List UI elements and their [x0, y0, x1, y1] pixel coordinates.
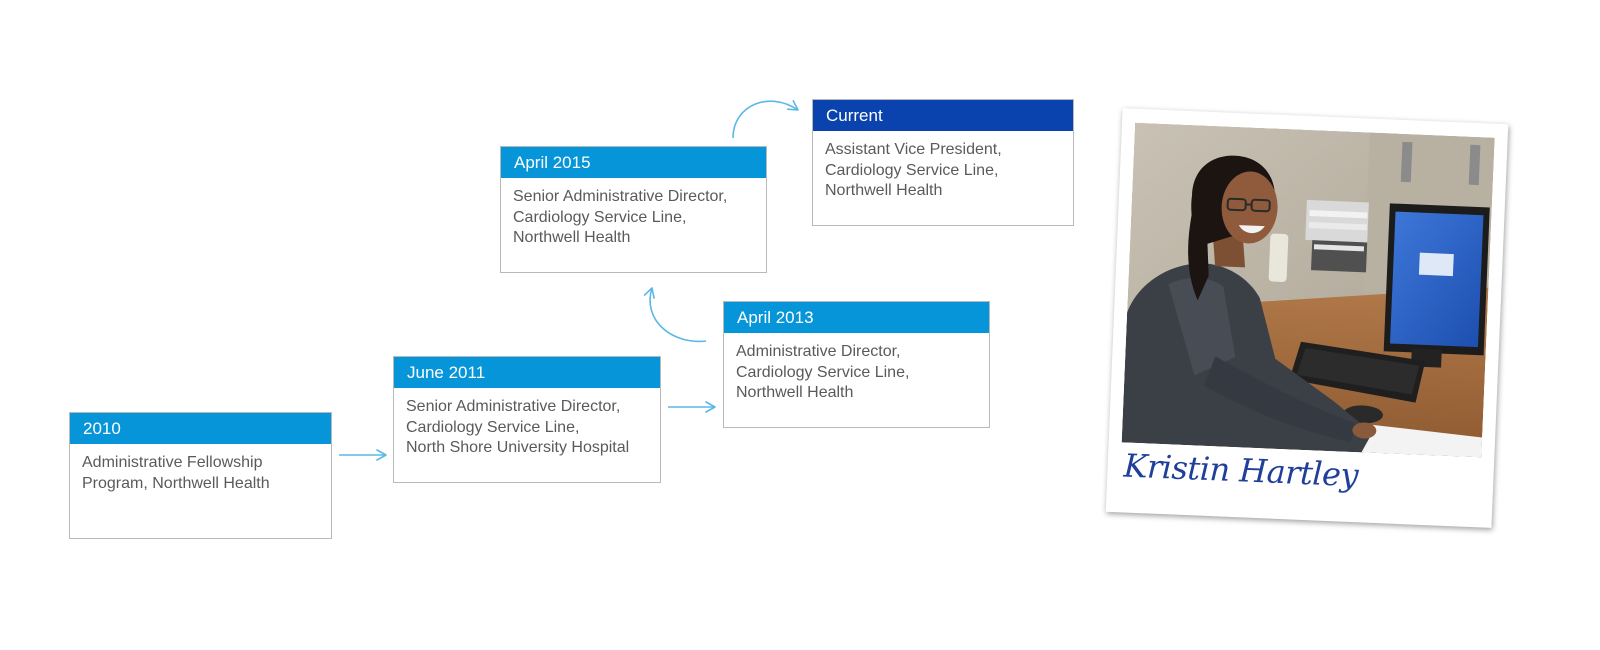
timeline-card-april-2013: April 2013 Administrative Director, Card…: [723, 301, 990, 428]
card-date: April 2013: [724, 302, 989, 333]
card-line: Cardiology Service Line,: [825, 161, 999, 179]
arrow-2015-to-current: [732, 100, 799, 139]
card-line: Administrative Fellowship: [82, 454, 263, 471]
polaroid-photo-frame: Kristin Hartley: [1105, 108, 1509, 528]
card-line: Cardiology Service Line,: [406, 418, 580, 436]
card-line: Senior Administrative Director,: [406, 398, 621, 415]
card-line: Assistant Vice President,: [825, 141, 1002, 158]
timeline-card-2010: 2010 Administrative Fellowship Program, …: [69, 412, 332, 539]
card-line: Program, Northwell Health: [82, 474, 270, 492]
signature: Kristin Hartley: [1122, 446, 1359, 495]
card-description: Senior Administrative Director, Cardiolo…: [394, 388, 660, 459]
card-date: 2010: [70, 413, 331, 444]
card-line: North Shore University Hospital: [406, 439, 630, 456]
portrait-photo: [1121, 122, 1495, 458]
card-line: Cardiology Service Line,: [513, 208, 687, 226]
card-description: Senior Administrative Director, Cardiolo…: [501, 178, 766, 249]
card-line: Administrative Director,: [736, 343, 901, 360]
card-description: Administrative Fellowship Program, North…: [70, 444, 331, 494]
card-line: Senior Administrative Director,: [513, 188, 728, 205]
card-date: Current: [813, 100, 1073, 131]
card-description: Assistant Vice President, Cardiology Ser…: [813, 131, 1073, 202]
arrow-2013-to-2015: [643, 287, 707, 343]
card-line: Northwell Health: [513, 229, 631, 246]
card-line: Cardiology Service Line,: [736, 363, 910, 381]
timeline-card-june-2011: June 2011 Senior Administrative Director…: [393, 356, 661, 483]
card-line: Northwell Health: [825, 182, 943, 199]
card-date: June 2011: [394, 357, 660, 388]
timeline-card-april-2015: April 2015 Senior Administrative Directo…: [500, 146, 767, 273]
card-line: Northwell Health: [736, 384, 854, 401]
card-date: April 2015: [501, 147, 766, 178]
portrait-illustration: [1121, 122, 1495, 458]
timeline-card-current: Current Assistant Vice President, Cardio…: [812, 99, 1074, 226]
card-description: Administrative Director, Cardiology Serv…: [724, 333, 989, 404]
